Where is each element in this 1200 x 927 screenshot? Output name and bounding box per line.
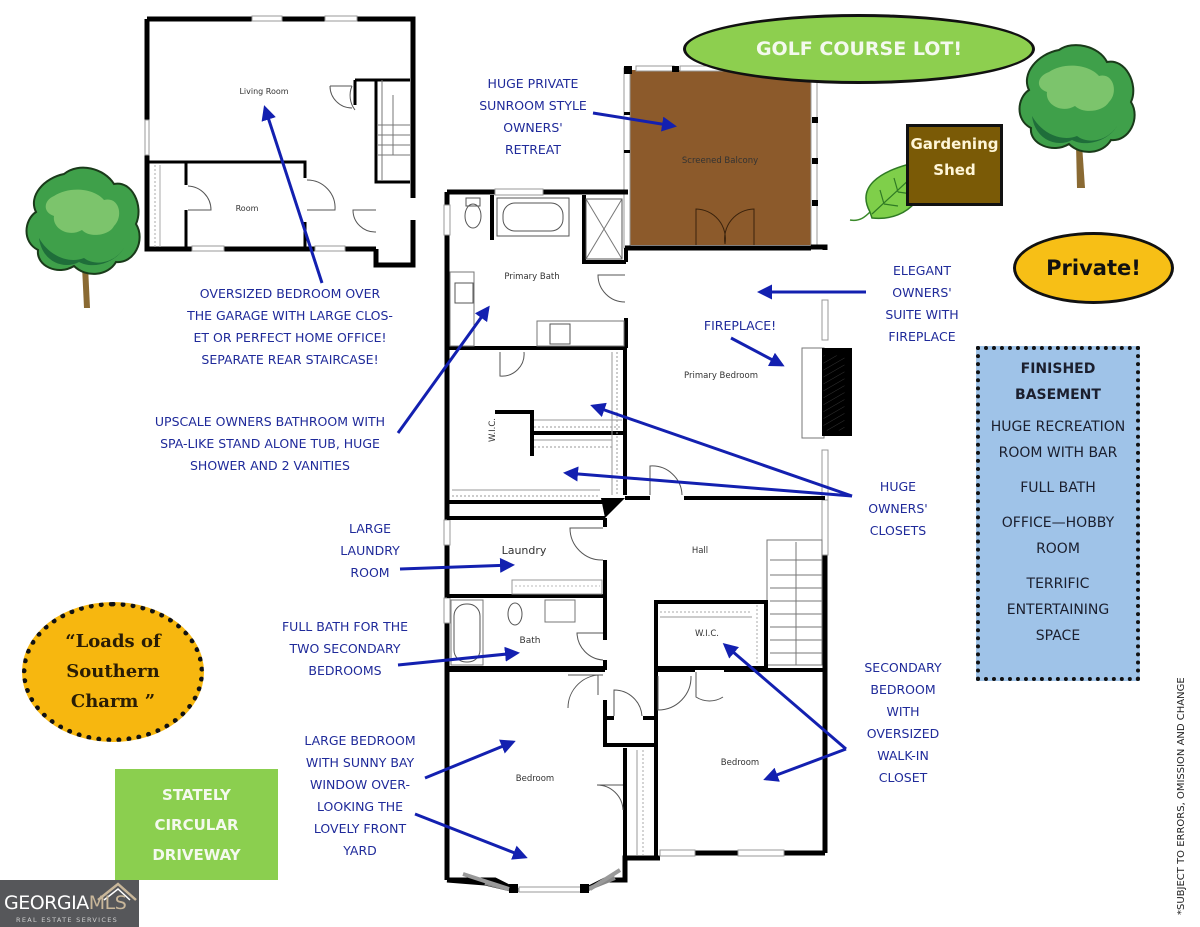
golf-course-badge: GOLF COURSE LOT! xyxy=(683,14,1035,84)
room-label-wic-primary: W.I.C. xyxy=(488,418,498,442)
screened-balcony-floor xyxy=(628,70,811,245)
arrow-front-bedroom-2 xyxy=(414,812,528,860)
room-label-screened-balcony: Screened Balcony xyxy=(682,156,758,166)
arrow-closet-1 xyxy=(590,402,853,498)
finished-basement-panel: FINISHED BASEMENT HUGE RECREATION ROOM W… xyxy=(976,346,1140,681)
southern-charm-badge: “Loads of Southern Charm ” xyxy=(22,602,204,742)
logo-brand: GEORGIAMLS xyxy=(4,892,127,914)
room-label-wic-secondary: W.I.C. xyxy=(695,629,719,639)
arrow-sunroom xyxy=(592,111,677,132)
callout-secondary-bedroom: Secondary Bedroom With Oversized Walk-In… xyxy=(864,660,942,785)
arrow-owners-bath xyxy=(396,305,490,434)
room-label-hall: Hall xyxy=(692,546,708,556)
arrow-closet-2 xyxy=(563,466,853,498)
callout-owners-bath: Upscale Owners Bathroom With Spa-Like St… xyxy=(154,414,386,473)
room-label-bedroom-front: Bedroom xyxy=(516,774,554,784)
callout-closets: Huge Owners' Closets xyxy=(868,479,928,538)
room-label-bedroom-secondary: Bedroom xyxy=(721,758,759,768)
arrow-laundry xyxy=(399,557,515,573)
basement-item: FULL BATH xyxy=(1020,480,1096,496)
callout-laundry: Large Laundry Room xyxy=(340,521,400,580)
logo-brand-right: MLS xyxy=(88,892,127,914)
callout-front-bedroom: Large Bedroom With Sunny Bay Window Over… xyxy=(304,733,416,858)
room-label-living-room: Living Room xyxy=(239,87,288,96)
room-label-primary-bedroom: Primary Bedroom xyxy=(684,371,758,381)
tree-icon xyxy=(25,166,141,308)
roof-icon xyxy=(97,882,137,901)
arrow-fireplace xyxy=(730,336,785,367)
georgia-mls-logo: GEORGIAMLS REAL ESTATE SERVICES xyxy=(0,880,139,927)
circular-driveway-badge: STATELY CIRCULAR DRIVEWAY xyxy=(115,769,278,880)
callout-arrows xyxy=(261,105,866,860)
room-label-bath: Bath xyxy=(520,636,541,646)
arrow-front-bedroom-1 xyxy=(424,739,516,780)
arrow-secondary-wic xyxy=(722,643,847,751)
private-badge: Private! xyxy=(1013,232,1174,304)
tree-icon xyxy=(1018,44,1136,188)
logo-tagline: REAL ESTATE SERVICES xyxy=(16,916,119,924)
disclaimer-text: *SUBJECT TO ERRORS, OMISSION AND CHANGE xyxy=(1176,677,1187,915)
basement-item: HUGE RECREATION ROOM WITH BAR xyxy=(990,419,1126,461)
basement-item: TERRIFIC ENTERTAINING SPACE xyxy=(1006,576,1110,644)
arrow-secondary-bedroom xyxy=(763,747,847,782)
callout-fireplace: Fireplace! xyxy=(703,318,777,333)
arrow-full-bath xyxy=(397,646,520,667)
callout-sunroom: Huge Private Sunroom Style Owners' Retre… xyxy=(479,76,587,157)
main-house: Screened Balcony xyxy=(443,65,852,893)
room-label-laundry: Laundry xyxy=(502,544,547,557)
room-label-primary-bath: Primary Bath xyxy=(504,272,559,282)
callout-garage-bedroom: Oversized Bedroom Over The Garage With L… xyxy=(187,286,393,367)
logo-brand-left: GEORGIA xyxy=(4,892,89,914)
arrow-garage-bedroom xyxy=(261,105,324,284)
basement-item: OFFICE—HOBBY ROOM xyxy=(1001,515,1115,557)
room-label-room: Room xyxy=(236,204,259,213)
gardening-shed-badge: Gardening Shed xyxy=(906,124,1003,206)
callout-full-bath: Full Bath For The Two Secondary Bedrooms xyxy=(281,619,409,678)
callout-owners-suite: Elegant Owners' Suite With Fireplace xyxy=(885,263,959,344)
garage-apartment: Living Room Room xyxy=(144,15,416,268)
basement-title: FINISHED BASEMENT xyxy=(1015,361,1101,403)
